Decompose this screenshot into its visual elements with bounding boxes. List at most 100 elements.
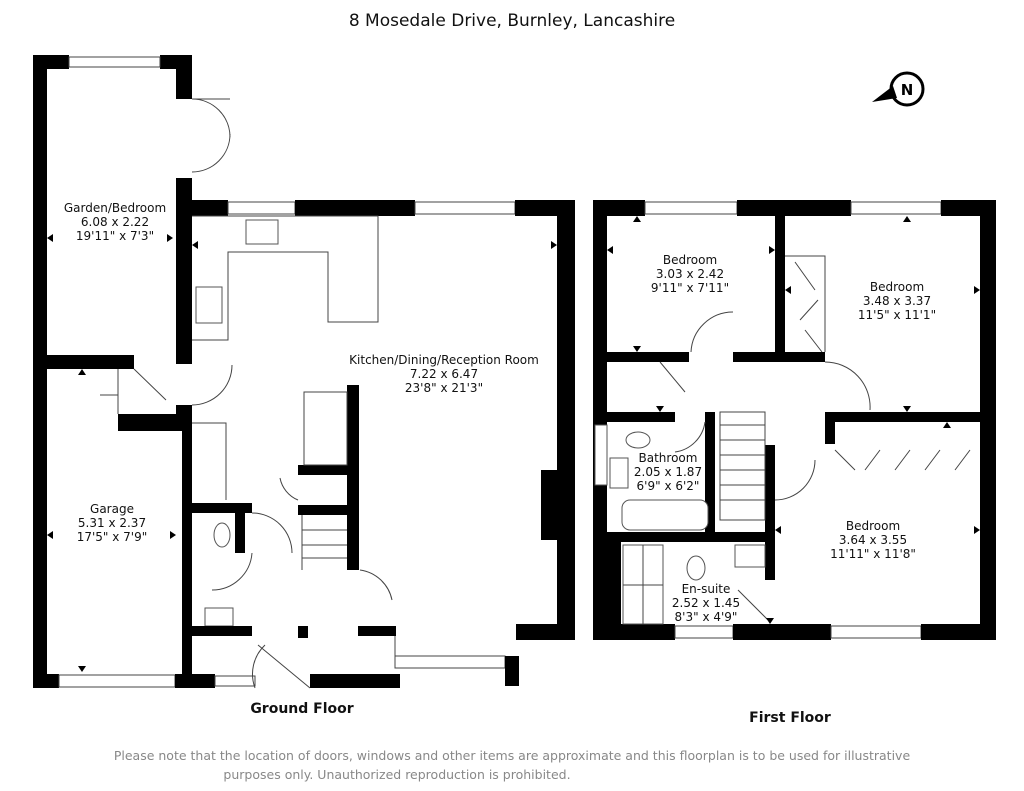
wall: [607, 542, 621, 624]
room-imperial-garden-bedroom: 19'11" x 7'3": [76, 229, 154, 243]
room-imperial-ensuite: 8'3" x 4'9": [675, 610, 738, 624]
utility-counter: [192, 422, 227, 500]
room-imperial-bedroom-3: 11'11" x 11'8": [830, 547, 916, 561]
wall: [358, 626, 396, 636]
disclaimer-line-2: purposes only. Unauthorized reproduction…: [223, 767, 570, 782]
garage-door: [58, 674, 176, 688]
room-imperial-bathroom: 6'9" x 6'2": [637, 479, 700, 493]
wall: [765, 445, 775, 580]
page-title: 8 Mosedale Drive, Burnley, Lancashire: [349, 11, 675, 31]
basin-icon: [204, 607, 234, 627]
wall: [298, 626, 308, 638]
basin-icon: [609, 457, 629, 489]
wall: [235, 513, 245, 553]
wall: [182, 503, 252, 513]
window: [830, 625, 922, 639]
room-name-bedroom-1: Bedroom: [663, 253, 717, 267]
door: [100, 368, 167, 414]
wall: [733, 624, 831, 640]
wall: [593, 200, 607, 640]
first-floor-label: First Floor: [749, 710, 831, 726]
room-metric-bedroom-3: 3.64 x 3.55: [839, 533, 907, 547]
wall: [607, 532, 707, 542]
wall: [295, 200, 415, 216]
ground-floor-plan: Garden/Bedroom 6.08 x 2.22 19'11" x 7'3"…: [33, 55, 575, 717]
disclaimer-line-1: Please note that the location of doors, …: [114, 748, 911, 763]
room-imperial-garage: 17'5" x 7'9": [77, 530, 148, 544]
door-line: [257, 636, 396, 689]
wall: [118, 414, 190, 431]
wall: [607, 412, 675, 422]
room-name-bathroom: Bathroom: [639, 451, 698, 465]
room-imperial-bedroom-2: 11'5" x 11'1": [858, 308, 936, 322]
toilet-icon: [625, 431, 651, 449]
door: [659, 311, 871, 621]
window: [227, 201, 296, 215]
north-compass-icon: N: [872, 71, 925, 107]
wall: [182, 626, 252, 636]
room-name-bedroom-2: Bedroom: [870, 280, 924, 294]
wall: [33, 55, 69, 69]
kitchen-counter: [192, 215, 379, 341]
wall: [715, 532, 775, 542]
wall: [921, 624, 996, 640]
sink-icon: [245, 219, 279, 245]
room-metric-bathroom: 2.05 x 1.87: [634, 465, 702, 479]
basin-icon: [734, 544, 766, 568]
room-metric-garage: 5.31 x 2.37: [78, 516, 146, 530]
wall: [733, 352, 825, 362]
wall: [182, 431, 192, 688]
wall: [825, 412, 835, 444]
wall: [593, 624, 675, 640]
window: [594, 424, 608, 486]
wall: [737, 200, 851, 216]
wall: [176, 55, 192, 99]
wall: [176, 200, 228, 216]
room-name-garage: Garage: [90, 502, 134, 516]
room-name-ensuite: En-suite: [682, 582, 731, 596]
wall: [176, 178, 192, 364]
french-door: [191, 98, 231, 173]
room-name-garden-bedroom: Garden/Bedroom: [64, 201, 166, 215]
wall: [176, 405, 192, 431]
wall: [33, 55, 47, 688]
wall: [705, 412, 715, 542]
wall: [298, 465, 348, 475]
staircase: [719, 411, 766, 521]
toilet-icon: [686, 555, 706, 581]
staircase: [301, 515, 347, 570]
room-imperial-bedroom-1: 9'11" x 7'11": [651, 281, 729, 295]
room-name-bedroom-3: Bedroom: [846, 519, 900, 533]
first-floor-plan: Bedroom 3.03 x 2.42 9'11" x 7'11" Bedroo…: [593, 200, 996, 726]
room-metric-kitchen: 7.22 x 6.47: [410, 367, 478, 381]
room-imperial-kitchen: 23'8" x 21'3": [405, 381, 483, 395]
wall: [33, 355, 134, 369]
room-metric-bedroom-2: 3.48 x 3.37: [863, 294, 931, 308]
window: [644, 201, 738, 215]
wall: [607, 352, 689, 362]
shower-tray: [623, 545, 663, 624]
wall: [775, 216, 785, 356]
hob-icon: [195, 286, 223, 324]
door: [191, 364, 233, 406]
ground-floor-label: Ground Floor: [250, 701, 353, 717]
window: [68, 56, 161, 68]
wardrobe-doors: [794, 261, 971, 471]
door: [211, 477, 393, 689]
window: [214, 675, 256, 687]
wall: [310, 674, 400, 688]
wall: [557, 200, 575, 640]
chimney-breast: [541, 470, 557, 540]
sliding-door: [414, 201, 516, 215]
room-metric-bedroom-1: 3.03 x 2.42: [656, 267, 724, 281]
wall: [825, 412, 980, 422]
wall: [347, 385, 359, 570]
compass-letter: N: [901, 81, 914, 99]
room-metric-ensuite: 2.52 x 1.45: [672, 596, 740, 610]
window: [850, 201, 942, 215]
wall: [298, 505, 348, 515]
wall: [505, 656, 519, 686]
wall: [33, 674, 59, 688]
wall: [175, 674, 215, 688]
wall: [980, 200, 996, 640]
